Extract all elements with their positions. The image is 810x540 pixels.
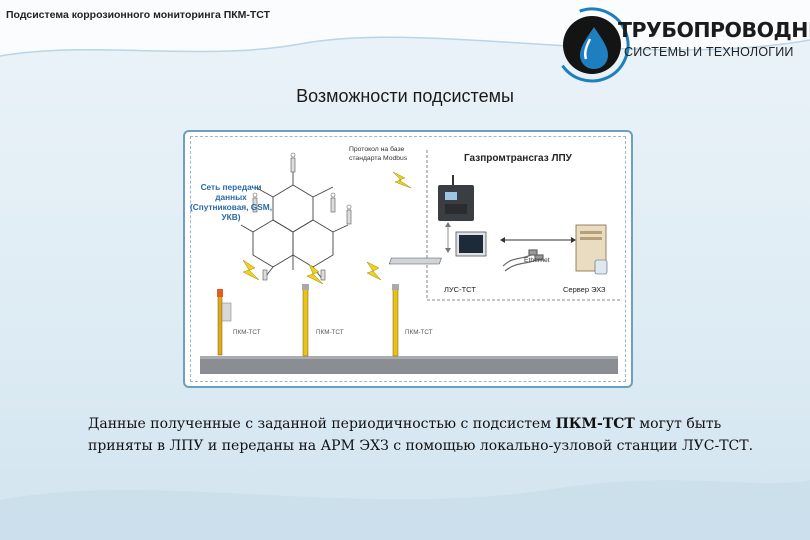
header-title: Подсистема коррозионного мониторинга ПКМ… [6,9,271,21]
lightning-icon-group [242,171,412,285]
ground-strip [200,356,618,374]
description-text-end: могут быть приняты в ЛПУ и переданы на А… [88,416,754,454]
sensor-label: ПКМ-ТСТ [316,329,344,336]
protocol-label: Протокол на базе стандарта Modbus [349,146,408,162]
network-label: Сеть передачи данных (Спутниковая, GSM, … [189,182,273,222]
lpu-boundary [426,150,621,301]
computer-icon [388,231,487,265]
server-icon [575,224,608,275]
sensor-label: ПКМ-ТСТ [405,329,433,336]
lightning-icon [392,171,412,189]
lightning-icon [242,259,260,281]
sensor-label: ПКМ-ТСТ [233,329,261,336]
description-text-highlight: ПКМ-ТСТ [555,416,635,432]
logo-text-secondary: СИСТЕМЫ И ТЕХНОЛОГИИ [624,45,794,59]
lpu-label: Газпромтрансгаз ЛПУ [464,153,572,164]
ethernet-label: Ethernet [524,257,550,264]
slide-heading: Возможности подсистемы [296,86,514,106]
logo-text-primary: ТРУБОПРОВОДНЫЕ [618,18,810,42]
description-text-start: Данные полученные с заданной периодичнос… [88,416,556,432]
sensor-icon-group [217,284,399,357]
server-label: Сервер ЭХЗ [563,285,606,294]
network-diagram [200,150,621,374]
diagram-inner-border [190,136,626,382]
ethernet-cable-icon [502,249,544,272]
lus-label: ЛУС-ТСТ [444,285,476,294]
controller-device-icon [438,175,474,221]
description-paragraph: Данные полученные с заданной периодичнос… [88,413,768,457]
lightning-icon [306,263,324,285]
company-logo [554,7,630,83]
antenna-icon-group [252,152,352,281]
lightning-icon [366,261,382,281]
